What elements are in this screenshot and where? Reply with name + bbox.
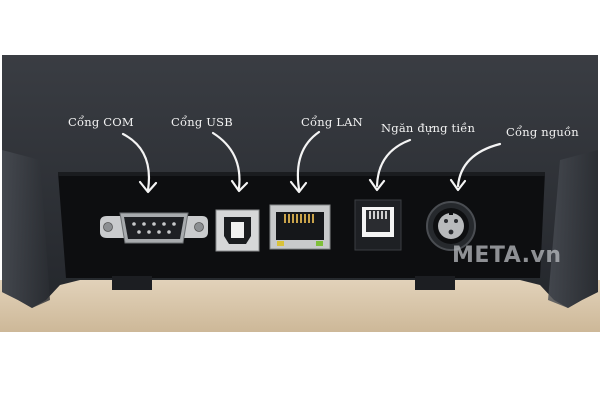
- drawer-arrowhead: [368, 178, 386, 192]
- label-arrows: [121, 130, 502, 194]
- left-side-panel: [2, 150, 50, 308]
- watermark: META.vn: [452, 243, 562, 268]
- com-port-label: Cổng COM: [68, 115, 134, 129]
- usb-port-label: Cổng USB: [171, 115, 233, 129]
- left-foot: [112, 276, 152, 290]
- right-foot: [415, 276, 455, 290]
- com-arrowhead: [138, 180, 158, 194]
- drawer-port-label: Ngăn đựng tiền: [381, 121, 476, 135]
- usb-arrow: [211, 131, 241, 190]
- lan-port: [269, 204, 331, 250]
- right-side-panel: [548, 150, 598, 308]
- table-surface: [0, 280, 600, 332]
- lan-arrowhead: [289, 180, 308, 194]
- power-port-label: Cổng nguồn: [506, 125, 579, 139]
- usb-arrowhead: [230, 179, 249, 193]
- com-arrow: [121, 132, 150, 192]
- drawer-port: [354, 199, 402, 251]
- power-arrow: [456, 142, 502, 188]
- power-port: [426, 201, 476, 251]
- power-arrowhead: [449, 178, 467, 192]
- lan-arrow: [296, 130, 321, 191]
- drawer-arrow: [375, 138, 412, 188]
- usb-port: [215, 209, 260, 252]
- com-port: [100, 212, 208, 244]
- lan-port-label: Cổng LAN: [301, 115, 363, 129]
